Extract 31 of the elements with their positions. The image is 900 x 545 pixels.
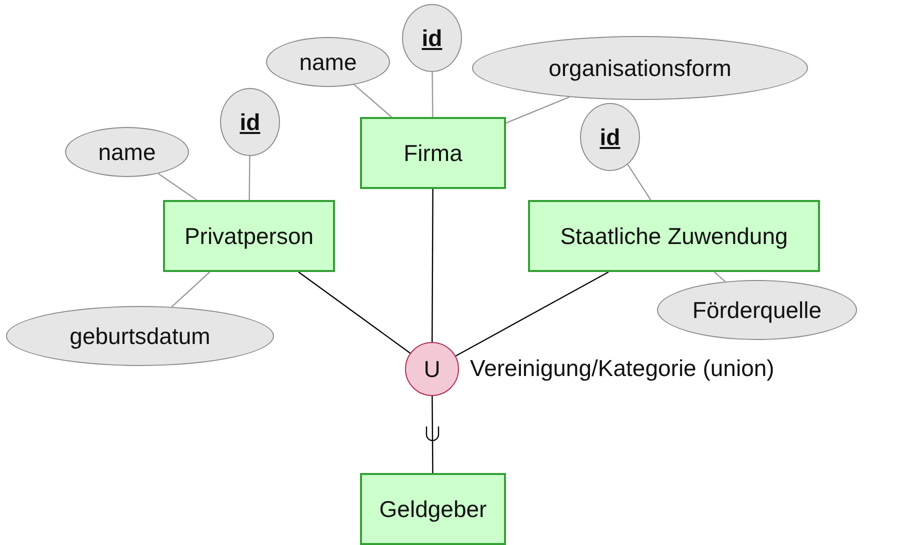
node-label: geburtsdatum <box>70 322 210 350</box>
connector-line <box>432 189 434 342</box>
node-label: id <box>600 124 620 150</box>
node-label: id <box>240 108 260 136</box>
connector-line <box>354 84 392 118</box>
connector-line <box>432 72 434 117</box>
connector-line <box>506 96 570 124</box>
union-label: Vereinigung/Kategorie (union) <box>470 355 774 382</box>
connector-line <box>714 272 726 282</box>
entity-box <box>360 473 506 545</box>
node-label: Staatliche Zuwendung <box>560 222 788 250</box>
node-label: organisationsform <box>548 54 732 82</box>
entity-box <box>360 117 506 189</box>
connector-line <box>298 272 411 354</box>
node-label: name <box>299 48 357 76</box>
connector-line <box>248 156 250 200</box>
node-label: id <box>422 24 442 52</box>
connector-line <box>158 173 198 200</box>
node-label: name <box>98 138 156 166</box>
connector-line <box>171 272 210 308</box>
connector-line <box>455 271 609 357</box>
connector-line <box>432 396 434 473</box>
union-symbol: U <box>424 356 440 382</box>
entity-box <box>163 200 335 272</box>
node-label: Privatperson <box>184 222 314 250</box>
connector-line <box>627 164 652 200</box>
union-circle <box>405 342 459 396</box>
node-label: Geldgeber <box>379 496 487 522</box>
entity-box <box>528 200 820 272</box>
node-label: Förderquelle <box>692 296 822 324</box>
node-label: Firma <box>404 140 462 166</box>
